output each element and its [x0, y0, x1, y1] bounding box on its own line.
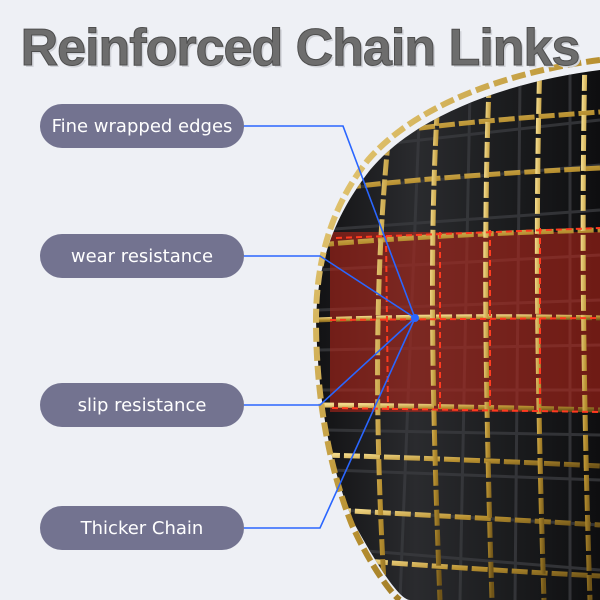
callout-lines: [244, 125, 416, 529]
label-slip-resistance: slip resistance: [40, 383, 244, 427]
page-title: Reinforced Chain Links: [20, 19, 581, 78]
wear-highlight-area: [330, 232, 600, 412]
label-thicker-chain: Thicker Chain: [40, 506, 244, 550]
label-fine-wrapped-edges: Fine wrapped edges: [40, 104, 244, 148]
edge-chain: [312, 57, 600, 600]
label-wear-resistance: wear resistance: [40, 234, 244, 278]
callout-anchor-dot: [411, 314, 419, 322]
